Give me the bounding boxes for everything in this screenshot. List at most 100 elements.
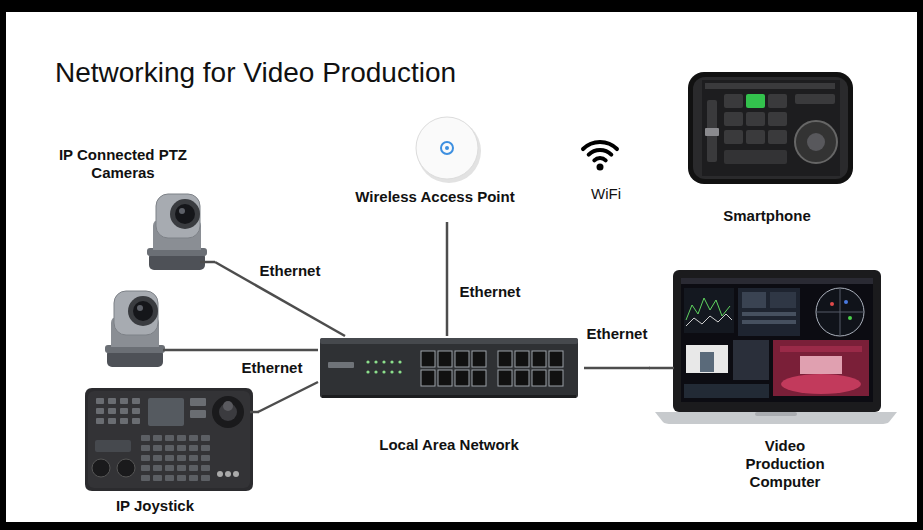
wifi-symbol	[583, 142, 617, 149]
network-switch	[320, 338, 578, 398]
network-switch	[390, 360, 393, 363]
network-switch	[322, 395, 576, 398]
ip-joystick	[223, 401, 233, 411]
laptop	[742, 292, 766, 308]
network-switch	[366, 370, 369, 373]
ip-joystick	[88, 391, 250, 488]
device-node: Local Area Network	[318, 336, 584, 458]
access-point	[445, 146, 449, 150]
wifi-symbol	[589, 150, 612, 155]
laptop	[655, 270, 897, 424]
laptop	[673, 270, 881, 412]
network-switch	[497, 350, 565, 388]
ethernet-cable	[446, 222, 449, 336]
ip-joystick	[212, 396, 244, 428]
laptop	[700, 352, 714, 372]
laptop	[780, 346, 862, 352]
smartphone	[724, 130, 743, 144]
ptz-camera	[105, 291, 165, 367]
label-wrap: IP Joystick	[66, 497, 244, 515]
laptop	[840, 288, 841, 336]
ethernet-cable	[258, 382, 318, 412]
ptz-camera	[147, 194, 207, 270]
network-switch	[320, 338, 578, 344]
device-label: Local Area Network	[318, 436, 580, 454]
laptop	[844, 300, 848, 304]
wifi-symbol	[594, 158, 605, 160]
cable-label: Ethernet	[458, 283, 523, 301]
cable-label: Ethernet	[258, 262, 323, 280]
smartphone	[702, 80, 840, 176]
laptop	[738, 288, 800, 336]
ip-joystick	[140, 434, 212, 484]
ip-joystick	[217, 471, 223, 477]
ip-joystick	[92, 459, 110, 477]
ip-joystick	[95, 440, 131, 452]
smartphone	[693, 77, 848, 179]
ethernet-cable	[215, 349, 318, 352]
smartphone	[705, 128, 719, 136]
ip-joystick	[85, 388, 253, 491]
ip-joystick	[190, 398, 206, 406]
smartphone	[768, 130, 787, 144]
ptz-camera	[175, 204, 195, 224]
network-switch	[374, 360, 377, 363]
network-switch	[328, 362, 354, 368]
ptz-camera	[137, 305, 143, 311]
device-node: Smartphone	[672, 66, 866, 229]
device-node: IP Connected PTZ Cameras	[44, 140, 215, 372]
device-label: IP Connected PTZ Cameras	[48, 146, 198, 182]
laptop	[773, 340, 869, 396]
ptz-camera	[133, 301, 153, 321]
ip-joystick	[85, 388, 253, 491]
smartphone	[724, 150, 787, 164]
smartphone	[768, 94, 787, 108]
smartphone	[688, 72, 853, 184]
smartphone	[807, 133, 825, 151]
label-wrap: Smartphone	[672, 207, 862, 225]
smartphone	[768, 112, 787, 126]
device-label: Video Production Computer	[735, 437, 835, 491]
smartphone	[705, 83, 835, 89]
ptz-camera	[114, 291, 158, 335]
laptop	[655, 412, 897, 424]
ip-joystick	[190, 410, 206, 418]
wifi-symbol	[597, 164, 604, 171]
ip-joystick	[225, 471, 231, 477]
ethernet-cable	[215, 262, 345, 336]
smartphone	[724, 94, 743, 108]
label-wrap: Wireless Access Point	[340, 188, 530, 206]
smartphone	[795, 94, 835, 104]
access-point	[441, 142, 453, 154]
laptop	[800, 356, 842, 374]
diagram-title: Networking for Video Production	[55, 56, 456, 90]
laptop	[755, 412, 797, 416]
laptop	[686, 314, 732, 326]
laptop	[848, 316, 852, 320]
laptop	[770, 292, 796, 308]
ip-joystick	[117, 459, 135, 477]
network-switch	[366, 360, 369, 363]
network-switch	[390, 370, 393, 373]
ip-joystick	[233, 471, 239, 477]
device-node: Video Production Computer	[650, 268, 900, 500]
network-switch	[374, 370, 377, 373]
label-wrap: IP Connected PTZ Cameras	[48, 146, 198, 182]
smartphone	[746, 94, 765, 108]
ip-joystick	[95, 397, 143, 427]
ptz-camera	[128, 296, 158, 326]
laptop	[684, 384, 769, 398]
laptop	[742, 312, 796, 316]
smartphone	[724, 112, 743, 126]
cable-stub	[200, 261, 215, 264]
network-switch	[398, 360, 401, 363]
device-label: Wireless Access Point	[340, 188, 530, 206]
network-switch	[420, 350, 488, 388]
label-wrap: Video Production Computer	[735, 437, 835, 491]
cable-stub	[649, 367, 674, 370]
frame	[6, 12, 917, 522]
